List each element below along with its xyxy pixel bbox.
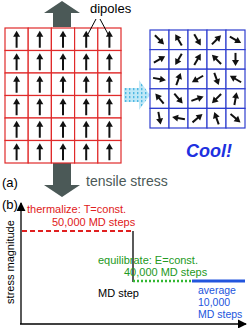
equilibrate-line [133,280,192,283]
dipole-arrow [211,111,222,126]
dipole-arrow [106,76,113,93]
dipole-grid [150,30,245,128]
axis-label: stress magnitude [4,220,16,304]
dipole-arrow [171,114,185,123]
thermalize-line [22,230,133,232]
y-axis [20,203,21,324]
axis-label: MD step [98,287,139,299]
dipole-arrow [60,121,67,138]
stress-arrow [44,1,80,27]
dipole-arrow [191,52,204,67]
step-count: MD steps [198,309,242,321]
dipole-arrow [106,121,113,138]
dipole-arrow [60,143,67,160]
dipole-arrow [36,121,43,138]
dipole-arrow [209,92,223,106]
dipole-arrow [228,34,243,47]
dipole-arrow [36,53,43,70]
dipole-arrow [13,98,20,115]
phase-label: average [198,285,236,297]
dipole-arrow [13,53,20,70]
dipole-arrow [209,33,223,47]
dipole-arrow [106,98,113,115]
dipole-arrow [155,111,164,125]
dipole-arrow [153,91,167,105]
dipole-arrow [13,31,20,48]
step-count: 50,000 MD steps [52,216,135,228]
dipole-arrow [60,53,67,70]
cool-arrow [124,80,150,110]
dipole-arrow [83,121,90,138]
dipole-arrow [152,33,166,47]
dipole-arrow [172,32,185,47]
dipole-arrow [106,143,113,160]
dipole-arrow [190,73,205,86]
average-line [192,280,245,283]
dipole-grid [5,28,121,163]
dipole-arrow [36,98,43,115]
dipole-arrow [13,143,20,160]
cool-label: Cool! [186,142,232,162]
dipole-arrow [106,31,113,48]
dipole-arrow [209,52,223,66]
step-count: 10,000 [198,297,230,309]
stress-arrow [44,163,80,197]
dipole-arrow [36,31,43,48]
dipole-arrow [152,53,167,66]
phase-label: thermalize: T=const. [27,203,126,215]
dipole-arrow [152,74,166,83]
dipole-arrow [13,121,20,138]
dipole-arrow [106,53,113,70]
dipole-arrow [231,92,240,106]
panel-label: (b) [2,198,18,212]
panel-label: (a) [2,176,18,190]
stress-label: tensile stress [86,174,168,189]
dipole-arrow [191,32,204,47]
dipole-arrow [36,143,43,160]
leader-line [88,19,96,34]
dipole-arrow [83,143,90,160]
dipole-arrow [60,31,67,48]
dipole-arrow [83,53,90,70]
dipole-arrow [172,91,186,105]
dipole-arrow [172,52,185,67]
dipole-arrow [36,76,43,93]
dipole-arrow [83,98,90,115]
dipole-arrow [173,72,184,87]
dipole-arrow [211,72,222,87]
leader-line [100,19,108,34]
dipole-arrow [228,111,242,125]
dipole-arrow [83,76,90,93]
dipole-arrow [190,111,204,125]
dipole-arrow [190,93,205,104]
x-axis [20,323,246,324]
dipole-arrow [13,76,20,93]
phase-label: equilibrate: E=const. [98,254,198,266]
step-count: 40,000 MD steps [124,266,207,278]
dipole-arrow [232,53,239,66]
dipole-arrow [228,73,243,86]
callout-label: dipoles [90,2,131,16]
dipole-arrow [60,98,67,115]
dipole-arrow [60,76,67,93]
